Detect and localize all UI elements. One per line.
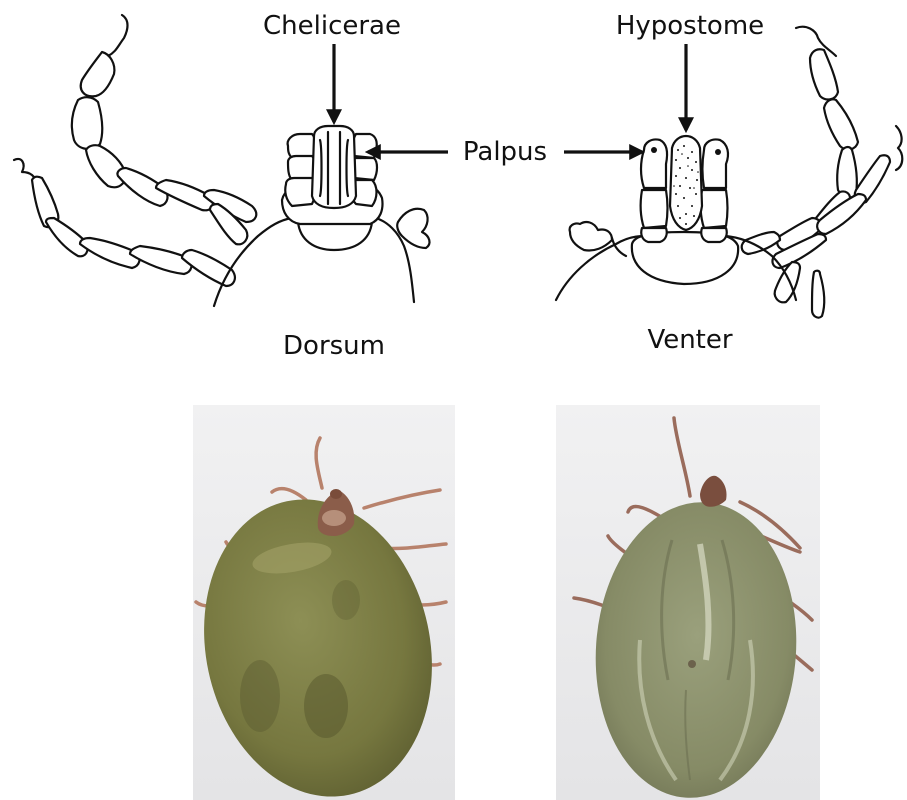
- label-venter: Venter: [647, 325, 732, 355]
- venter-hypostome: [670, 136, 702, 230]
- venter-right-palpus: [703, 139, 729, 188]
- venter-left-palpus: [641, 139, 667, 188]
- dorsum-right-palpus: [353, 134, 377, 158]
- dorsum-chelicerae: [312, 126, 356, 208]
- label-dorsum: Dorsum: [283, 331, 385, 361]
- dorsum-left-palpus: [288, 134, 316, 158]
- dorsum-upper-leg: [72, 15, 256, 222]
- label-hypostome: Hypostome: [616, 11, 764, 41]
- label-arrows: [334, 44, 686, 152]
- venter-diagram: [556, 27, 902, 318]
- label-chelicerae: Chelicerae: [263, 11, 401, 41]
- dorsum-diagram: [14, 15, 429, 306]
- venter-left-leg-stub: [570, 222, 612, 251]
- dorsal-tick-photo: [177, 405, 458, 800]
- ventral-tick-photo: [556, 405, 820, 800]
- label-palpus: Palpus: [463, 137, 547, 167]
